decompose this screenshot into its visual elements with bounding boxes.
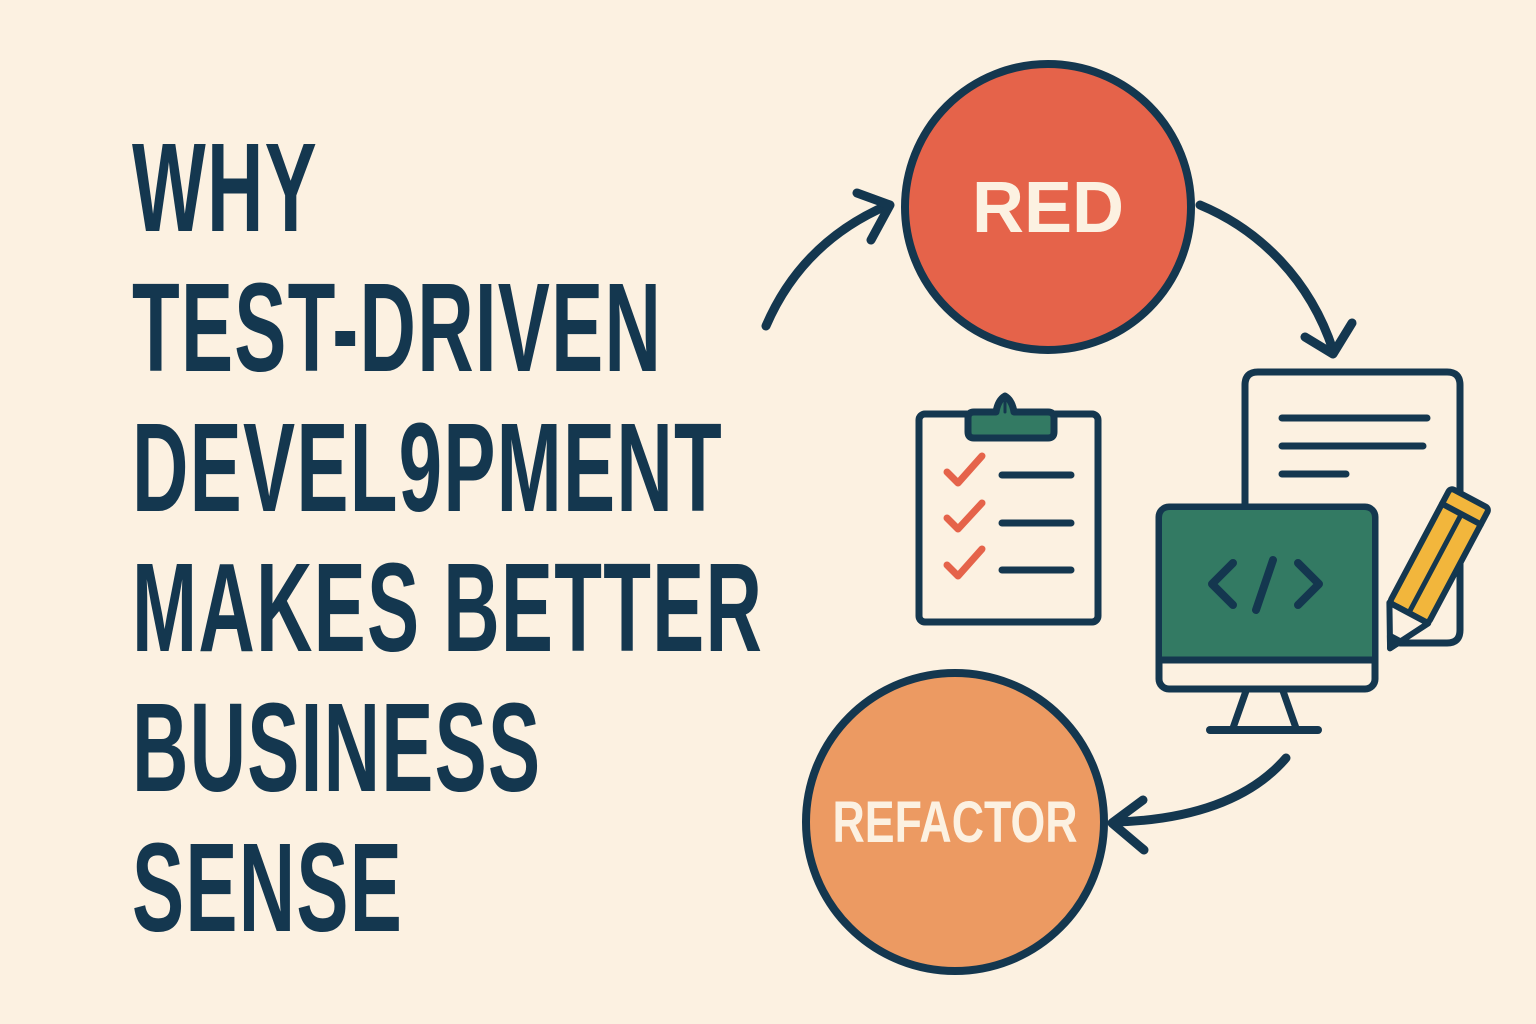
red-stage-label: RED [972, 168, 1124, 248]
headline: WHY TEST-DRIVEN DEVEL9PMENT MAKES BETTER… [132, 118, 1150, 958]
headline-line-5: BUSINESS [132, 677, 542, 818]
headline-line-6: SENSE [132, 817, 404, 958]
headline-line-1: WHY [132, 117, 318, 258]
clipboard-checklist-icon [915, 392, 1102, 626]
headline-line-3: DEVEL9PMENT [132, 397, 723, 538]
pencil-icon [1386, 486, 1491, 652]
red-stage: RED [901, 60, 1195, 354]
code-monitor-icon [1155, 503, 1379, 734]
arrow-into-red-icon [761, 188, 895, 331]
arrow-red-to-code-icon [1195, 200, 1357, 359]
red-stage-circle [901, 60, 1195, 354]
headline-line-4: MAKES BETTER [132, 537, 764, 678]
code-brackets-icon [1208, 556, 1323, 614]
refactor-stage-circle [802, 669, 1108, 975]
arrow-code-to-refactor-icon [1107, 753, 1291, 855]
headline-line-2: TEST-DRIVEN [132, 257, 663, 398]
refactor-stage-label: REFACTOR [833, 790, 1078, 855]
refactor-stage: REFACTOR [802, 669, 1108, 975]
